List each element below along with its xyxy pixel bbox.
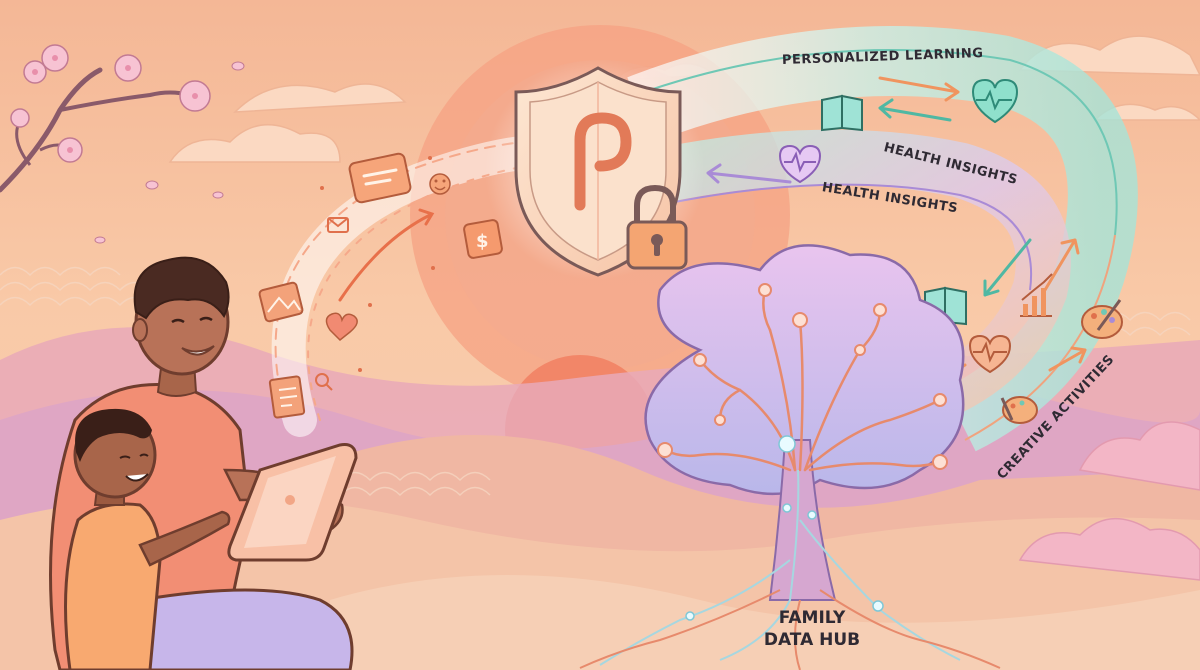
book-icon-top [821,94,863,132]
heart-pulse-icon-top [971,78,1019,124]
sparkles [320,156,435,372]
stream-arrows [706,76,1087,387]
smiley-icon [429,173,451,195]
search-icon [315,373,333,391]
heart-pulse-icon-lower [968,334,1012,374]
message-card-icon [348,152,412,204]
image-icon [258,281,304,323]
tablet-device [227,443,358,562]
heart-pulse-icon-middle [778,144,822,184]
shield-letter-mark [574,112,632,211]
document-icon [268,375,306,419]
child-figure [64,408,231,670]
dollar-icon: $ [463,219,503,259]
palette-icon-lower [1000,396,1038,424]
heart-hands-icon [325,312,358,342]
wave-pattern [0,266,1191,497]
hub-label-line1: FAMILY [778,608,846,628]
family-data-hub-tree [579,244,1001,670]
growth-chart-icon [1020,273,1053,317]
mail-icon [327,217,349,233]
palette-icon [1081,299,1123,339]
svg-text:$: $ [476,231,489,252]
family-data-hub-label: FAMILY DATA HUB [742,607,882,651]
cherry-blossom-branch [0,44,245,244]
padlock-icon [626,184,688,270]
hub-label-line2: DATA HUB [763,630,861,650]
